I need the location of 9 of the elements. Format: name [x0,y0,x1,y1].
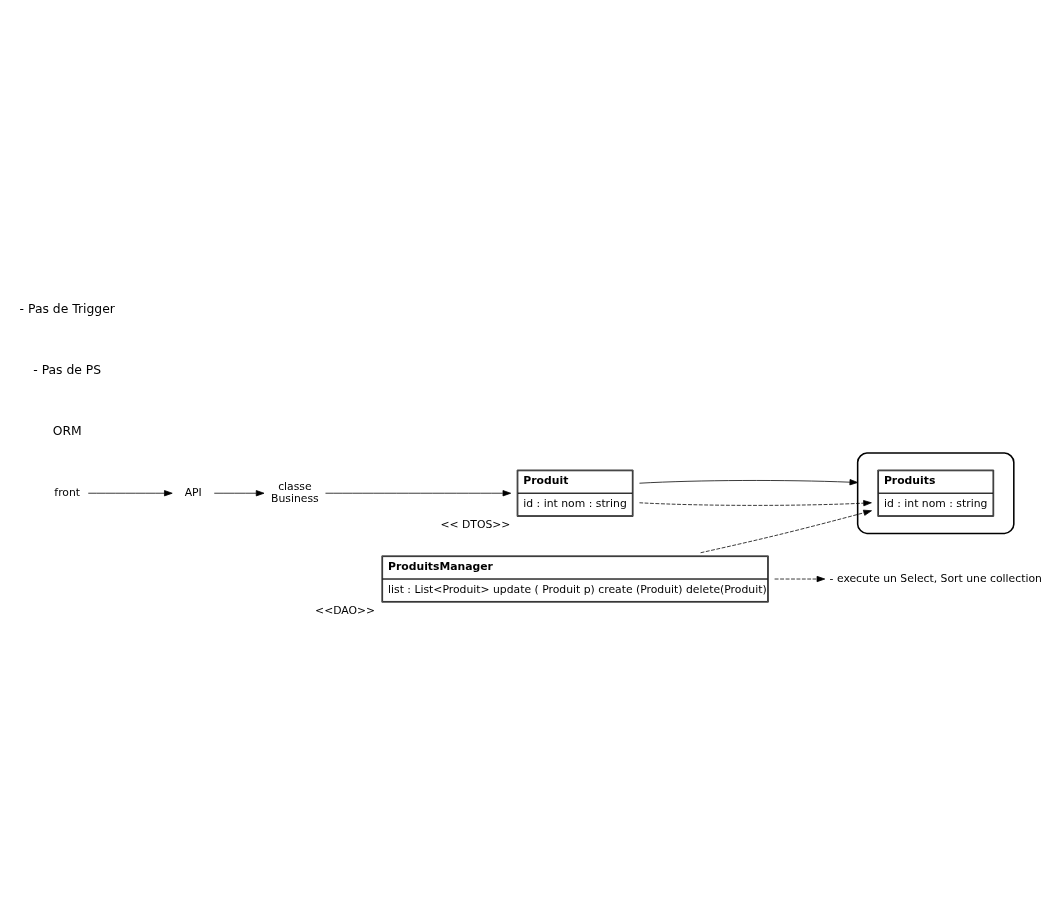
label: ORM [52,424,82,439]
node-label: << DTOS>> [440,518,511,532]
node-text: front [54,486,81,500]
label: - Pas de PS [33,363,102,378]
node-text: - execute un Select, Sort une collection [829,571,1042,585]
node-text: API [184,486,202,500]
node-text: classe Business [271,480,319,505]
node-label: <<DAO>> [315,603,376,617]
label: - Pas de Trigger [19,301,115,316]
